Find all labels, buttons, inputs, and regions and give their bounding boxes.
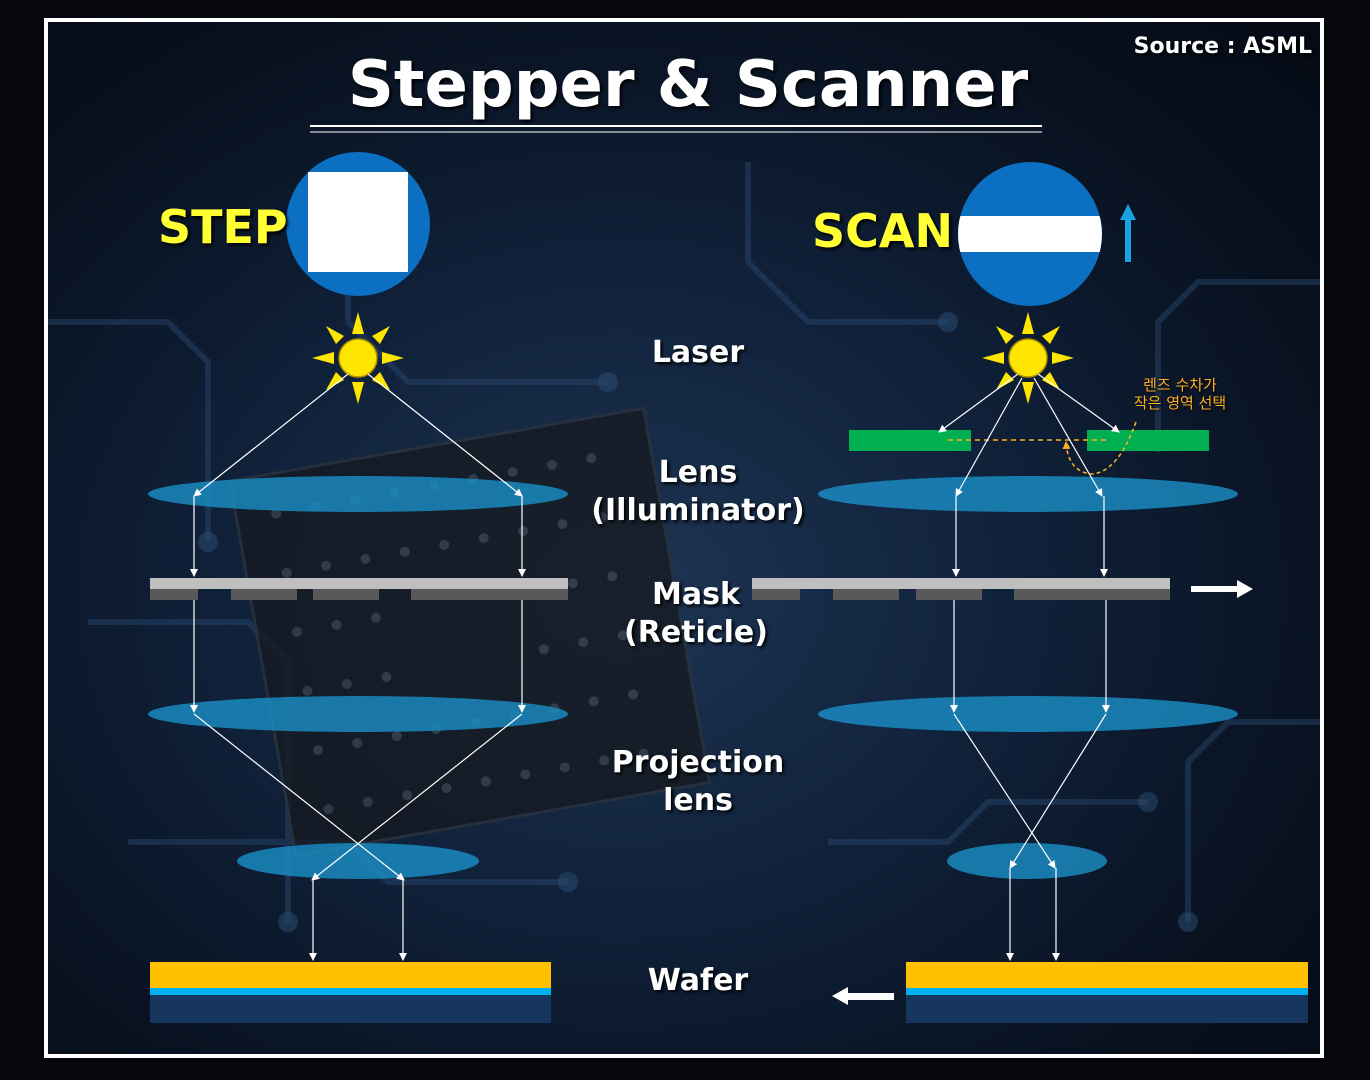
lens-illuminator-label: Lens (Illuminator) (578, 454, 818, 530)
lens-label-line1: Lens (658, 455, 738, 490)
mask-move-right-arrow-icon (1191, 580, 1253, 598)
slide: Stepper & Scanner Source : ASML STEP SCA… (44, 18, 1324, 1058)
aberration-annotation: 렌즈 수차가 작은 영역 선택 (1110, 376, 1250, 412)
mask-reticle-label: Mask (Reticle) (596, 576, 796, 652)
mask-reticle-step (150, 578, 568, 600)
diagram-graphics (148, 125, 1308, 1023)
wafer-scan (906, 962, 1308, 1023)
projection-lens-label: Projection lens (578, 744, 818, 820)
annotation-line1: 렌즈 수차가 (1143, 376, 1217, 394)
projection-lens-lower-step (237, 843, 479, 879)
step-label: STEP (158, 200, 288, 254)
source-credit: Source : ASML (1133, 34, 1312, 59)
title-underline (310, 125, 1042, 133)
lens-label-line2: (Illuminator) (591, 493, 805, 528)
laser-label-text: Laser (651, 335, 745, 370)
scan-direction-up-arrow-icon (1120, 204, 1136, 262)
illuminator-lens-step (148, 476, 568, 512)
wafer-step (150, 962, 551, 1023)
wafer-label: Wafer (598, 962, 798, 1000)
light-rays-step (190, 373, 526, 961)
annotation-arrow (1062, 421, 1137, 475)
light-rays-scan (938, 373, 1120, 961)
illuminator-lens-scan (818, 476, 1238, 512)
page-title: Stepper & Scanner (347, 48, 1029, 122)
scan-slit-aperture (849, 430, 1209, 451)
projection-lens-upper-scan (818, 696, 1238, 732)
mask-label-line1: Mask (652, 577, 740, 612)
projection-lens-upper-step (148, 696, 568, 732)
annotation-line2: 작은 영역 선택 (1133, 394, 1227, 412)
wafer-move-left-arrow-icon (832, 987, 894, 1005)
wafer-label-text: Wafer (647, 963, 749, 998)
laser-label: Laser (598, 334, 798, 372)
mask-reticle-scan (752, 578, 1170, 600)
projection-lens-lower-scan (947, 843, 1107, 879)
laser-sun-icon-step (312, 312, 404, 404)
scan-label: SCAN (812, 204, 953, 258)
laser-sun-icon-scan (982, 312, 1074, 404)
mask-label-line2: (Reticle) (624, 615, 768, 650)
scan-slit-icon (958, 162, 1102, 306)
step-field-icon (286, 152, 430, 296)
projection-label-line1: Projection (611, 745, 785, 780)
projection-label-line2: lens (663, 783, 733, 818)
